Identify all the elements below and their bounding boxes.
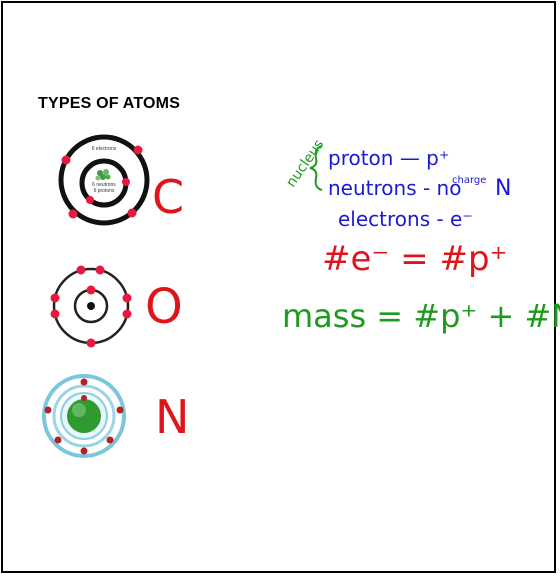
nucleus-bracket xyxy=(309,145,323,191)
electron-note: electrons - e⁻ xyxy=(338,207,473,231)
electron xyxy=(68,209,78,219)
oxygen-atom-diagram xyxy=(50,265,132,348)
page-title: TYPES OF ATOMS xyxy=(38,95,181,112)
electron xyxy=(61,155,71,165)
electron xyxy=(122,293,132,303)
nucleus-icon xyxy=(95,169,111,181)
electron xyxy=(50,309,60,319)
neutron-symbol: N xyxy=(495,176,511,201)
electron xyxy=(127,208,137,218)
electron xyxy=(86,285,96,295)
neutron-note: neutrons - no xyxy=(328,176,461,200)
oxygen-element-label: O xyxy=(145,279,183,335)
neutrons-label: 6 neutrons xyxy=(92,182,116,188)
electron xyxy=(116,406,124,414)
electron xyxy=(54,436,62,444)
electron xyxy=(81,395,87,401)
electron xyxy=(122,309,132,319)
electron xyxy=(122,178,130,186)
electron xyxy=(80,378,88,386)
nucleus-highlight xyxy=(72,403,86,417)
electron xyxy=(80,447,88,455)
nucleus xyxy=(67,399,101,433)
nucleus xyxy=(87,302,95,310)
proton-note: proton — p⁺ xyxy=(328,146,449,170)
protons-label: 6 protons xyxy=(94,188,115,194)
electron xyxy=(133,145,143,155)
electron xyxy=(50,293,60,303)
electron xyxy=(44,406,52,414)
outer-shell xyxy=(42,374,126,458)
carbon-element-label: C xyxy=(152,170,184,224)
nitrogen-element-label: N xyxy=(155,390,189,444)
electron xyxy=(86,196,94,204)
nitrogen-atom-diagram xyxy=(42,374,126,458)
nucleus-label: nucleus xyxy=(283,137,327,191)
neutron-charge-note: charge xyxy=(452,175,486,186)
electron xyxy=(95,265,105,275)
carbon-atom-diagram: 6 electrons 6 neutrons 6 protons xyxy=(58,134,150,226)
electron xyxy=(106,436,114,444)
mass-equation: mass = #p⁺ + #N xyxy=(282,297,560,335)
middle-shell xyxy=(52,384,116,448)
electron xyxy=(86,338,96,348)
charge-balance-equation: #e⁻ = #p⁺ xyxy=(322,239,507,279)
electron xyxy=(76,265,86,275)
shell-label: 6 electrons xyxy=(92,146,117,152)
outer-shell xyxy=(58,134,150,226)
